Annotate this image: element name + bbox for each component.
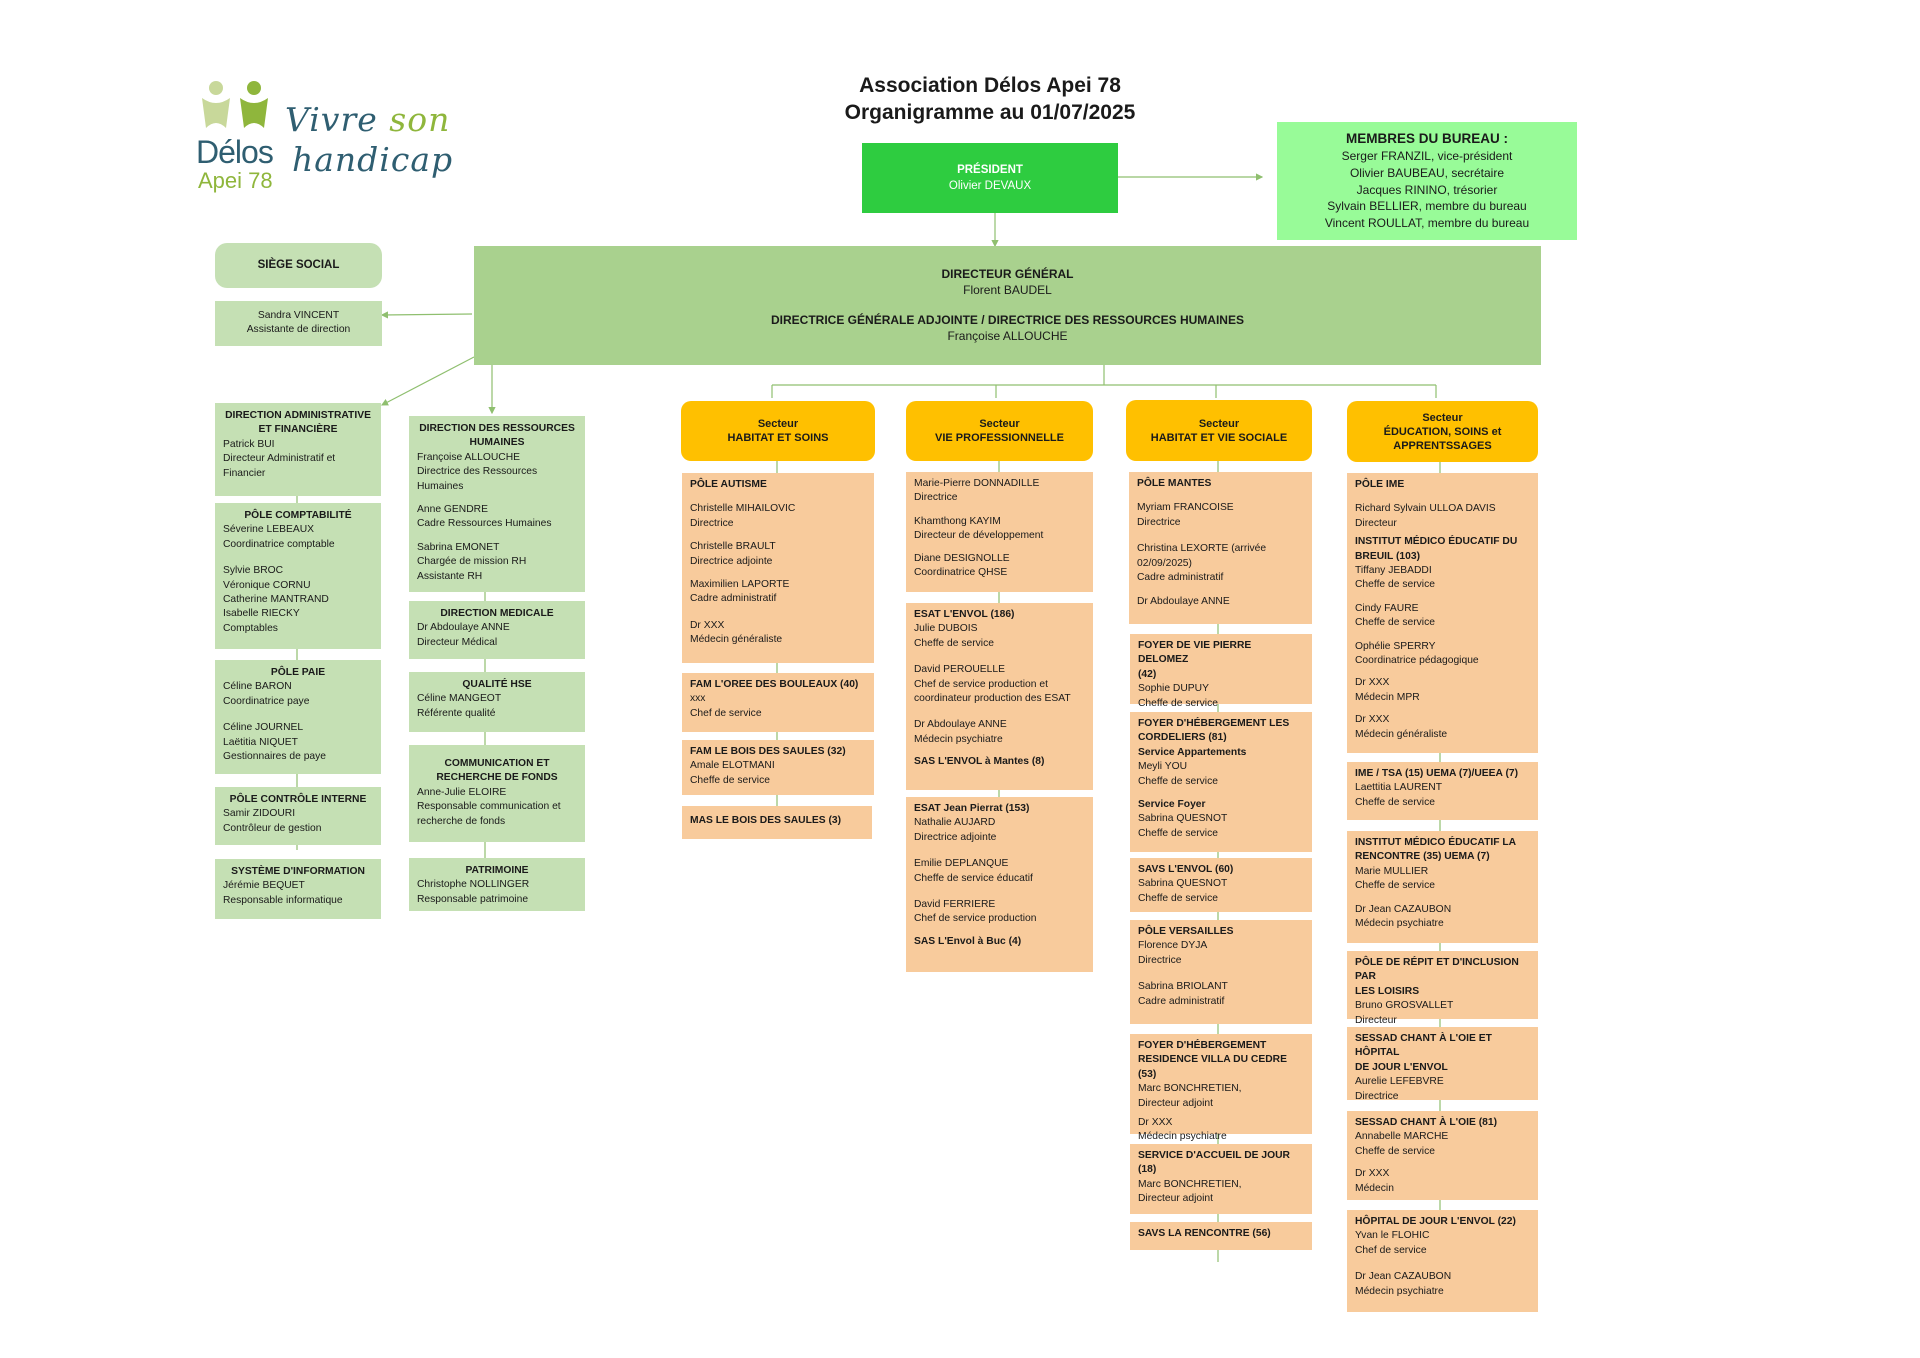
service-accueil-jour-box: SERVICE D'ACCUEIL DE JOUR (18) Marc BONC… xyxy=(1130,1144,1312,1214)
sessad-chant-oie-box: SESSAD CHANT À L'OIE (81) Annabelle MARC… xyxy=(1347,1111,1538,1200)
pole-comptabilite-box: PÔLE COMPTABILITÉ Séverine LEBEAUX Coord… xyxy=(215,503,381,649)
delos-logo: Délos Apei 78 Vivre son handicap xyxy=(192,78,492,198)
communication-box: COMMUNICATION ET RECHERCHE DE FONDS Anne… xyxy=(409,745,585,842)
bureau-box: MEMBRES DU BUREAU : Serger FRANZIL, vice… xyxy=(1277,122,1577,240)
logo-delos-text: Délos xyxy=(196,134,274,170)
page-title: Association Délos Apei 78 Organigramme a… xyxy=(844,74,1136,124)
sector-habitat-soins-header: Secteur HABITAT ET SOINS xyxy=(681,401,875,461)
qualite-hse-box: QUALITÉ HSE Céline MANGEOT Référente qua… xyxy=(409,672,585,732)
savs-rencontre-box: SAVS LA RENCONTRE (56) xyxy=(1130,1222,1312,1250)
ime-tsa-box: IME / TSA (15) UEMA (7)/UEEA (7) Laettit… xyxy=(1347,762,1538,820)
siege-assistant-box: Sandra VINCENT Assistante de direction xyxy=(215,301,382,346)
sector-education-soins-header: Secteur ÉDUCATION, SOINS et APPRENTSSAGE… xyxy=(1347,401,1538,462)
systeme-information-box: SYSTÈME D'INFORMATION Jérémie BEQUET Res… xyxy=(215,859,381,919)
fam-oree-bouleaux-box: FAM L'OREE DES BOULEAUX (40) xxx Chef de… xyxy=(682,673,874,732)
sector-habitat-vie-sociale-header: Secteur HABITAT ET VIE SOCIALE xyxy=(1126,400,1312,461)
foyer-cordeliers-box: FOYER D'HÉBERGEMENT LES CORDELIERS (81) … xyxy=(1130,712,1312,852)
esat-jean-pierrat-box: ESAT Jean Pierrat (153) Nathalie AUJARD … xyxy=(906,797,1093,972)
pole-repit-box: PÔLE DE RÉPIT ET D'INCLUSION PAR LES LOI… xyxy=(1347,951,1538,1026)
vie-pro-direction-box: Marie-Pierre DONNADILLE Directrice Khamt… xyxy=(906,472,1093,592)
pole-paie-box: PÔLE PAIE Céline BARON Coordinatrice pay… xyxy=(215,660,381,774)
dg-daf-arrow xyxy=(380,356,475,406)
patrimoine-box: PATRIMOINE Christophe NOLLINGER Responsa… xyxy=(409,858,585,911)
sessad-hopital-box: SESSAD CHANT À L'OIE ET HÔPITAL DE JOUR … xyxy=(1347,1027,1538,1102)
siege-social-box: SIÈGE SOCIAL xyxy=(215,243,382,288)
direction-medicale-box: DIRECTION MEDICALE Dr Abdoulaye ANNE Dir… xyxy=(409,601,585,659)
esat-envol-box: ESAT L'ENVOL (186) Julie DUBOIS Cheffe d… xyxy=(906,603,1093,790)
pole-controle-interne-box: PÔLE CONTRÔLE INTERNE Samir ZIDOURI Cont… xyxy=(215,787,381,845)
logo-apei-text: Apei 78 xyxy=(198,168,273,193)
logo-tagline-1: Vivre son xyxy=(285,100,451,139)
president-box: PRÉSIDENT Olivier DEVAUX xyxy=(862,143,1118,213)
drh-box: DIRECTION DES RESSOURCES HUMAINES Franço… xyxy=(409,416,585,592)
fam-bois-saules-box: FAM LE BOIS DES SAULES (32) Amale ELOTMA… xyxy=(682,740,874,795)
foyer-villa-cedre-box: FOYER D'HÉBERGEMENT RESIDENCE VILLA DU C… xyxy=(1130,1034,1312,1142)
dg-siege-arrow xyxy=(380,311,473,319)
savs-envol-box: SAVS L'ENVOL (60) Sabrina QUESNOT Cheffe… xyxy=(1130,858,1312,912)
foyer-pierre-delomez-box: FOYER DE VIE PIERRE DELOMEZ (42) Sophie … xyxy=(1130,634,1312,709)
pole-ime-box: PÔLE IME Richard Sylvain ULLOA DAVIS Dir… xyxy=(1347,473,1538,753)
daf-box: DIRECTION ADMINISTRATIVE ET FINANCIÈRE P… xyxy=(215,403,381,496)
sector-vie-professionnelle-header: Secteur VIE PROFESSIONNELLE xyxy=(906,401,1093,461)
logo-tagline-2: handicap xyxy=(292,140,454,179)
direction-generale-box: DIRECTEUR GÉNÉRAL Florent BAUDEL DIRECTR… xyxy=(474,246,1541,365)
mas-bois-saules-box: MAS LE BOIS DES SAULES (3) xyxy=(682,806,872,839)
hopital-jour-envol-box: HÔPITAL DE JOUR L'ENVOL (22) Yvan le FLO… xyxy=(1347,1210,1538,1312)
pole-versailles-box: PÔLE VERSAILLES Florence DYJA Directrice… xyxy=(1130,920,1312,1024)
people-logo-icon xyxy=(202,81,268,128)
ime-rencontre-box: INSTITUT MÉDICO ÉDUCATIF LA RENCONTRE (3… xyxy=(1347,831,1538,943)
pole-mantes-box: PÔLE MANTES Myriam FRANCOISE Directrice … xyxy=(1129,472,1312,624)
pole-autisme-box: PÔLE AUTISME Christelle MIHAILOVIC Direc… xyxy=(682,473,874,663)
